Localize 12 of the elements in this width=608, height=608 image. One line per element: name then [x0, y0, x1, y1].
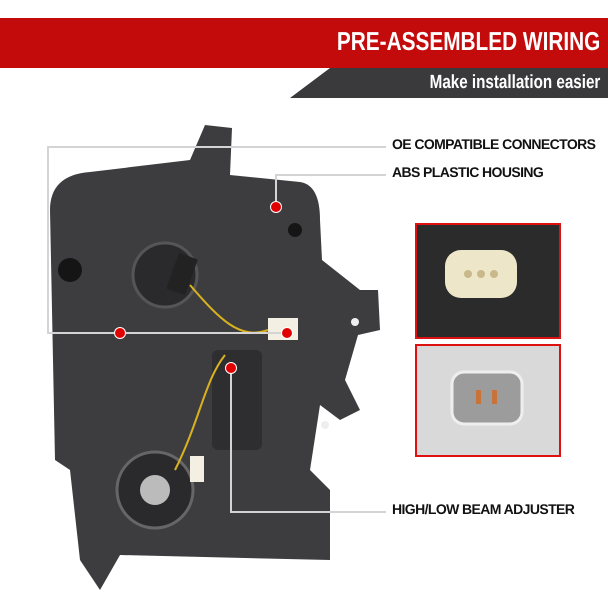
marker-dot [226, 363, 236, 373]
marker-dot [282, 328, 292, 338]
leader-line [230, 373, 386, 513]
subtitle: Make installation easier [429, 72, 600, 94]
leader-line [275, 174, 386, 202]
marker-dot [115, 328, 125, 338]
leader-line [47, 146, 386, 334]
callout-text: ABS PLASTIC HOUSING [392, 164, 544, 180]
callout-text: OE COMPATIBLE CONNECTORS [392, 136, 596, 152]
callout-text: HIGH/LOW BEAM ADJUSTER [392, 501, 574, 517]
title: PRE-ASSEMBLED WIRING [336, 26, 600, 57]
marker-dot [271, 202, 281, 212]
